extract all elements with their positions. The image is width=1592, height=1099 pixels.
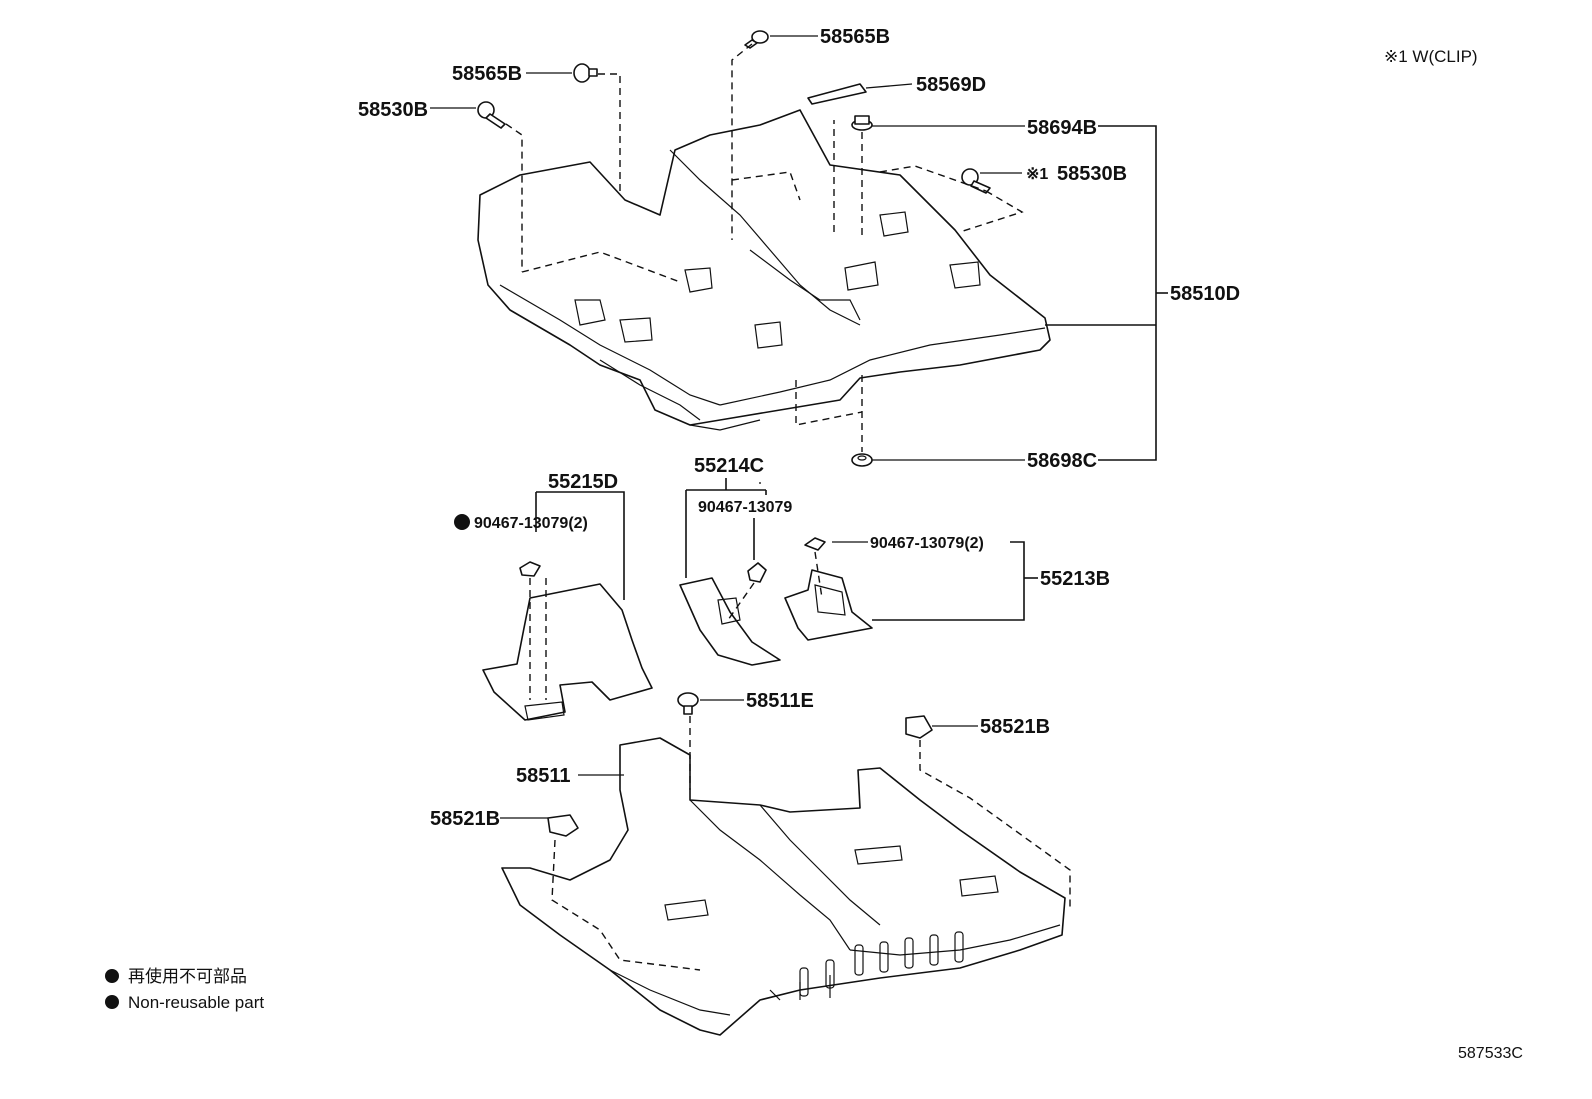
bracket-55214C bbox=[685, 478, 767, 578]
clip-58521B-right bbox=[905, 715, 933, 739]
label-58510D: 58510D bbox=[1170, 283, 1240, 305]
legend-dot-jp bbox=[105, 969, 119, 983]
label-58511E: 58511E bbox=[746, 690, 814, 712]
non-reusable-marker bbox=[454, 514, 470, 530]
diagram-reference-number: 587533C bbox=[1458, 1045, 1523, 1062]
label-58569D: 58569D bbox=[916, 74, 986, 96]
bracket-55213B bbox=[872, 541, 1038, 621]
bracket-55215D bbox=[535, 491, 625, 600]
floor-pad-55214C bbox=[679, 577, 781, 666]
label-90467-right: 90467-13079(2) bbox=[870, 535, 984, 552]
leader-lines bbox=[430, 35, 1025, 819]
rear-floor-carpet-58511 bbox=[501, 737, 1066, 1036]
clip-note: ※1 W(CLIP) bbox=[1384, 47, 1478, 66]
label-58565B-top: 58565B bbox=[820, 26, 890, 48]
floor-pad-55213B bbox=[784, 569, 873, 641]
label-58565B-left: 58565B bbox=[452, 63, 522, 85]
assembly-dash-lines bbox=[505, 43, 1071, 971]
front-floor-carpet-58510D bbox=[477, 109, 1051, 431]
label-90467-left: 90467-13079(2) bbox=[474, 515, 588, 532]
label-58511: 58511 bbox=[516, 765, 571, 787]
clip-58511E bbox=[677, 692, 699, 715]
part-labels: 58565B 58565B 58530B 58569D 58694B ※1 58… bbox=[358, 26, 1240, 830]
legend-text-en: Non-reusable part bbox=[128, 993, 264, 1012]
clip-90467-right bbox=[804, 537, 826, 551]
clip-58694B bbox=[851, 115, 873, 131]
bracket-58510D bbox=[1045, 125, 1168, 461]
label-58521B-left: 58521B bbox=[430, 808, 500, 830]
clip-90467-left bbox=[519, 561, 541, 577]
clip-58530B-left bbox=[477, 101, 506, 129]
label-58698C: 58698C bbox=[1027, 450, 1097, 472]
label-90467-mid: 90467-13079 bbox=[698, 499, 792, 516]
label-55214C: 55214C bbox=[694, 455, 764, 477]
clip-90467-mid bbox=[747, 562, 767, 583]
carpet-strip-58569D bbox=[807, 83, 867, 105]
legend: 再使用不可部品 Non-reusable part bbox=[105, 966, 264, 1012]
clip-58565B-top bbox=[744, 30, 769, 49]
label-55215D: 55215D bbox=[548, 471, 618, 493]
label-55213B: 55213B bbox=[1040, 568, 1110, 590]
label-58694B: 58694B bbox=[1027, 117, 1097, 139]
label-58530B-left: 58530B bbox=[358, 99, 428, 121]
legend-text-jp: 再使用不可部品 bbox=[128, 966, 247, 986]
floor-pad-55215D bbox=[482, 583, 653, 721]
legend-dot-en bbox=[105, 995, 119, 1009]
grommet-58698C bbox=[851, 453, 873, 467]
clip-58565B-left bbox=[573, 63, 598, 83]
label-clip-note-ref: ※1 bbox=[1026, 166, 1048, 183]
label-58521B-right: 58521B bbox=[980, 716, 1050, 738]
label-58530B-right: 58530B bbox=[1057, 163, 1127, 185]
clip-58521B-left bbox=[547, 814, 579, 837]
